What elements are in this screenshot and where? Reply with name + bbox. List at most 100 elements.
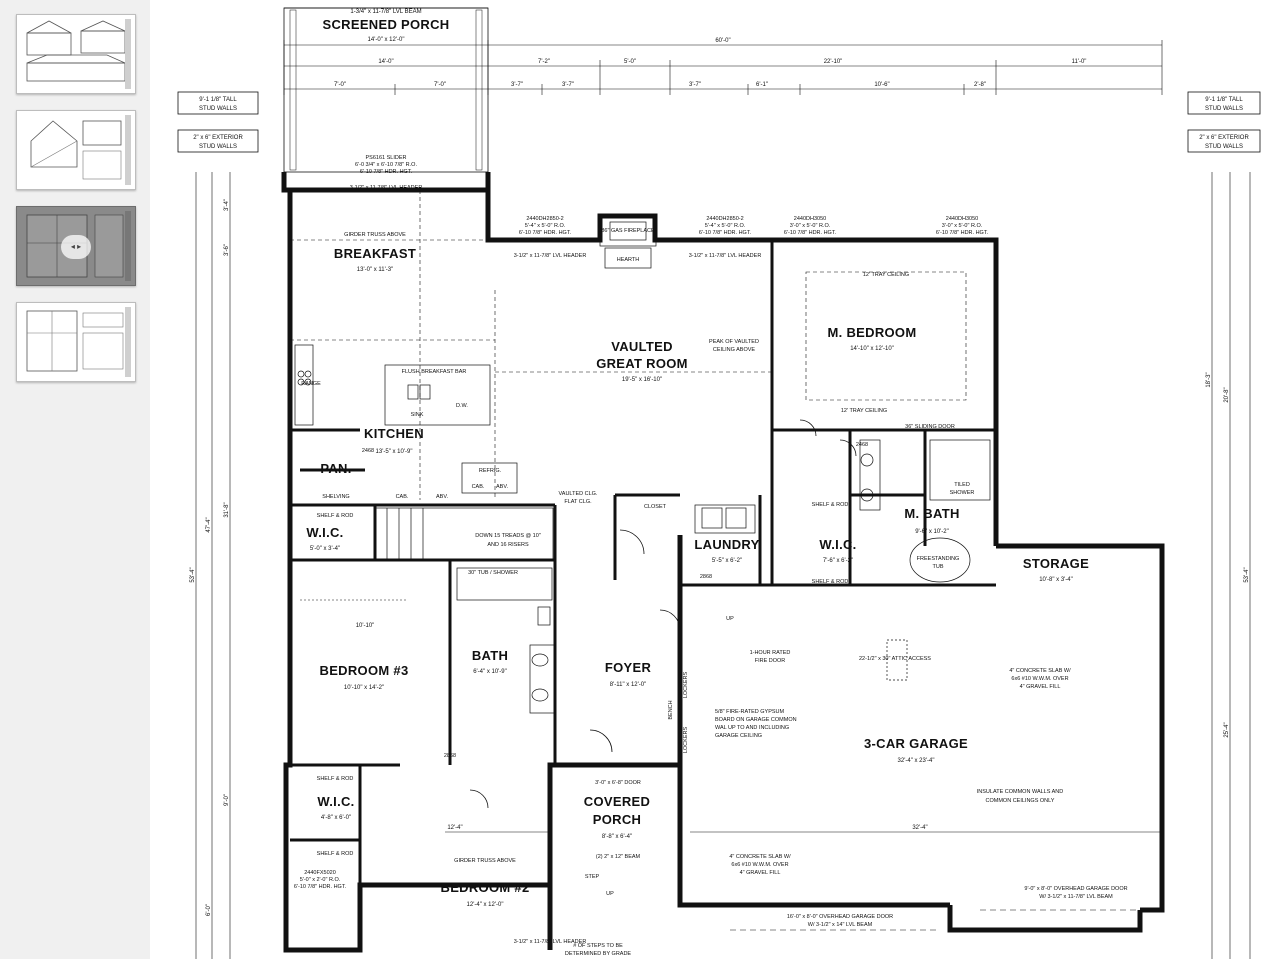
- room-bath-name: BATH: [472, 648, 508, 663]
- room-m-bath-name: M. BATH: [904, 506, 959, 521]
- note-shelf-rod-bed2-bot: SHELF & ROD: [317, 851, 354, 857]
- note-abv: ABV.: [496, 484, 509, 490]
- note-lvl-header-great: 3-1/2" x 11-7/8" LVL HEADER: [514, 253, 587, 259]
- room-pantry-name: PAN.: [320, 461, 351, 476]
- note-gypsum-4: GARAGE CEILING: [715, 733, 762, 739]
- dimension-lines: [195, 40, 1251, 959]
- note-door-2868-bedroom3: 2868: [444, 753, 456, 759]
- dim-left-3-6: 3'-6": [224, 244, 230, 256]
- dim-top-2-8: 2'-8": [974, 82, 986, 88]
- dim-top-5-0: 5'-0": [624, 59, 636, 65]
- note-tray-ceiling-bottom: 12' TRAY CEILING: [841, 408, 887, 414]
- note-insulate-2: COMMON CEILINGS ONLY: [986, 798, 1055, 804]
- note-window-master-right-ro: 3'-0" x 5'-0" R.O.: [942, 223, 983, 229]
- note-window-great-right: 2440DH2850-2: [706, 216, 743, 222]
- dim-left-9-0: 9'-0": [224, 794, 230, 806]
- note-slider-ro: 6'-0 3/4" x 6'-10 7/8" R.O.: [355, 162, 417, 168]
- room-wic-bed2-name: W.I.C.: [317, 794, 354, 809]
- screened-porch-outline: [283, 7, 489, 173]
- page-thumbnail-2[interactable]: [16, 110, 136, 190]
- room-laundry-size: 5'-5" x 6'-2": [712, 558, 742, 564]
- dim-right-18-3: 18'-3": [1206, 372, 1212, 387]
- room-wic-master-size: 7'-6" x 6'-2": [823, 558, 853, 564]
- room-m-bedroom-name: M. BEDROOM: [828, 325, 917, 340]
- room-kitchen-size: 13'-5" x 10'-9": [376, 449, 413, 455]
- thumbnail-zoom-badge[interactable]: ◂ ▸: [61, 235, 91, 259]
- room-breakfast-name: BREAKFAST: [334, 246, 416, 261]
- note-tray-ceiling-top: 12' TRAY CEILING: [863, 272, 909, 278]
- note-freestanding: FREESTANDING: [917, 556, 960, 562]
- dim-left-31-8: 31'-8": [224, 502, 230, 517]
- note-girder-bedroom2: GIRDER TRUSS ABOVE: [454, 858, 516, 864]
- note-window-bedroom2: 2440FX5020: [304, 870, 336, 876]
- room-bedroom2-size: 12'-4" x 12'-0": [467, 902, 504, 908]
- room-wic-master-name: W.I.C.: [819, 537, 856, 552]
- dim-left-6-0: 6'-0": [206, 904, 212, 916]
- note-shelf-rod-master-bot: SHELF & ROD: [812, 579, 849, 585]
- room-covered-porch-name2: PORCH: [593, 812, 641, 827]
- room-covered-porch-size: 8'-8" x 6'-4": [602, 834, 632, 840]
- dim-right-overall: 53'-4": [1244, 567, 1250, 582]
- page-thumbnail-4[interactable]: [16, 302, 136, 382]
- dim-top-3-7b: 3'-7": [562, 82, 574, 88]
- note-lockers-bot: LOCKERS: [683, 727, 689, 754]
- door-swings: [469, 419, 857, 809]
- room-foyer-size: 8'-11" x 12'-0": [610, 682, 646, 688]
- note-bench: BENCH: [668, 700, 674, 719]
- note-slider: PS6161 SLIDER: [366, 155, 407, 161]
- note-fire-door-2: FIRE DOOR: [755, 658, 786, 664]
- right-wall-height-note-2: STUD WALLS: [1205, 106, 1243, 112]
- fixtures: [294, 213, 991, 714]
- note-breakfast-bar: FLUSH BREAKFAST BAR: [402, 369, 467, 375]
- note-slab-garage: 4" CONCRETE SLAB W/: [1009, 668, 1071, 674]
- dim-top-22-10: 22'-10": [824, 59, 843, 65]
- note-tiled: TILED: [954, 482, 970, 488]
- dim-top-14: 14'-0": [378, 59, 393, 65]
- note-lockers-top: LOCKERS: [683, 672, 689, 699]
- note-up-garage: UP: [726, 616, 734, 622]
- room-storage-name: STORAGE: [1023, 556, 1089, 571]
- note-sink: SINK: [411, 412, 424, 418]
- right-wall-height-note: 9'-1 1/8" TALL: [1205, 97, 1243, 103]
- floor-plan-drawing: SCREENED PORCH 14'-0" x 12'-0" BREAKFAST…: [177, 7, 1261, 959]
- note-fire-door: 1-HOUR RATED: [750, 650, 791, 656]
- note-refrig: REFRIG.: [479, 468, 502, 474]
- room-great-room-name1: VAULTED: [611, 339, 673, 354]
- note-slab-porch: 4" CONCRETE SLAB W/: [729, 854, 791, 860]
- note-tub-shower: 30" TUB / SHOWER: [468, 570, 518, 576]
- stud-wall-note-boxes: 9'-1 1/8" TALL STUD WALLS 2" x 6" EXTERI…: [177, 91, 1261, 153]
- room-great-room-name2: GREAT ROOM: [596, 356, 688, 371]
- note-gas-fireplace: 36" GAS FIREPLACE: [601, 228, 655, 234]
- note-overhead-door-16-beam: W/ 3-1/2" x 14" LVL BEAM: [808, 922, 873, 928]
- note-flat-clg: FLAT CLG.: [564, 499, 592, 505]
- note-window-bedroom2-ro: 5'-0" x 2'-0" R.O.: [300, 877, 341, 883]
- note-gypsum: 5/8" FIRE-RATED GYPSUM: [715, 709, 785, 715]
- note-dishwasher: D.W.: [456, 403, 468, 409]
- room-m-bedroom-size: 14'-10" x 12'-10": [850, 346, 894, 352]
- room-foyer-name: FOYER: [605, 660, 652, 675]
- note-lvl-header-bedroom2: 3-1/2" x 11-7/8" LVL HEADER: [514, 939, 587, 945]
- right-exterior-wall-note: 2" x 6" EXTERIOR: [1199, 135, 1249, 141]
- note-steps-2: DETERMINED BY GRADE: [565, 951, 632, 957]
- note-window-great-right-hgt: 6'-10 7/8" HDR. HGT.: [699, 230, 752, 236]
- note-stairs-2: AND 16 RISERS: [487, 542, 529, 548]
- room-breakfast-size: 13'-0" x 11'-3": [357, 267, 393, 273]
- note-slab-porch-3: 4" GRAVEL FILL: [740, 870, 781, 876]
- thumbnail-detail-drawing: [26, 307, 131, 377]
- dim-bedroom3-width: 10'-10": [356, 623, 375, 629]
- dim-top-7-0a: 7'-0": [334, 82, 346, 88]
- note-vaulted-clg: VAULTED CLG.: [559, 491, 598, 497]
- room-storage-size: 10'-8" x 3'-4": [1039, 577, 1073, 583]
- floor-plan-sheet: SCREENED PORCH 14'-0" x 12'-0" BREAKFAST…: [150, 0, 1280, 959]
- note-window-great-left-hgt: 6'-10 7/8" HDR. HGT.: [519, 230, 572, 236]
- stair-treads: [374, 507, 554, 561]
- note-window-bedroom2-hgt: 6'-10 7/8" HDR. HGT.: [294, 884, 347, 890]
- room-bath-size: 6'-4" x 10'-9": [473, 669, 507, 675]
- note-gypsum-2: BOARD ON GARAGE COMMON: [715, 717, 797, 723]
- dim-right-25-4: 25'-4": [1224, 722, 1230, 737]
- thumbnail-elevation-drawing: [26, 19, 131, 89]
- page-thumbnail-1[interactable]: [16, 14, 136, 94]
- page-thumbnail-3[interactable]: ◂ ▸: [16, 206, 136, 286]
- garage-door-lines: [730, 909, 1140, 931]
- note-door-2468-kitchen: 2468: [362, 448, 374, 454]
